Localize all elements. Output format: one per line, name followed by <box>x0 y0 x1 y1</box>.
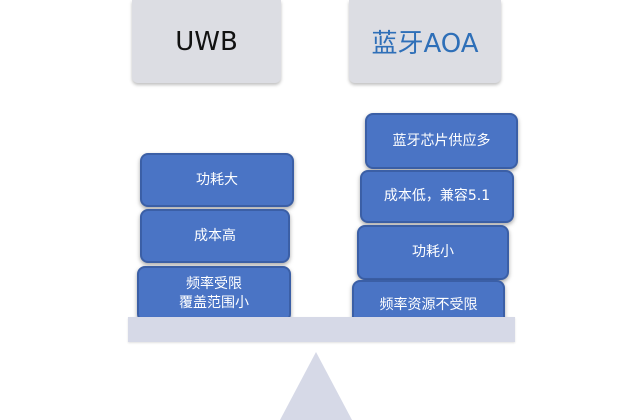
bluetooth-aoa-header: 蓝牙AOA <box>349 0 501 83</box>
aoa-item-power-label: 功耗小 <box>412 244 454 260</box>
balance-beam <box>128 317 515 342</box>
aoa-item-supply-label: 蓝牙芯片供应多 <box>392 132 491 149</box>
uwb-header: UWB <box>132 0 281 83</box>
fulcrum-triangle <box>280 352 352 420</box>
aoa-item-supply: 蓝牙芯片供应多 <box>365 113 518 169</box>
uwb-item-cost: 成本高 <box>140 209 290 263</box>
uwb-item-frequency: 频率受限 覆盖范围小 <box>137 266 291 322</box>
uwb-item-cost-label: 成本高 <box>194 227 236 244</box>
aoa-item-power: 功耗小 <box>357 225 509 280</box>
aoa-item-cost: 成本低，兼容5.1 <box>360 170 514 223</box>
aoa-item-frequency-label: 频率资源不受限 <box>379 296 478 313</box>
aoa-item-cost-label: 成本低，兼容5.1 <box>383 188 491 204</box>
uwb-item-power-label: 功耗大 <box>196 171 238 188</box>
uwb-item-frequency-line1: 频率受限 <box>186 276 242 292</box>
uwb-item-power: 功耗大 <box>140 153 294 207</box>
uwb-item-frequency-line2: 覆盖范围小 <box>179 295 249 311</box>
